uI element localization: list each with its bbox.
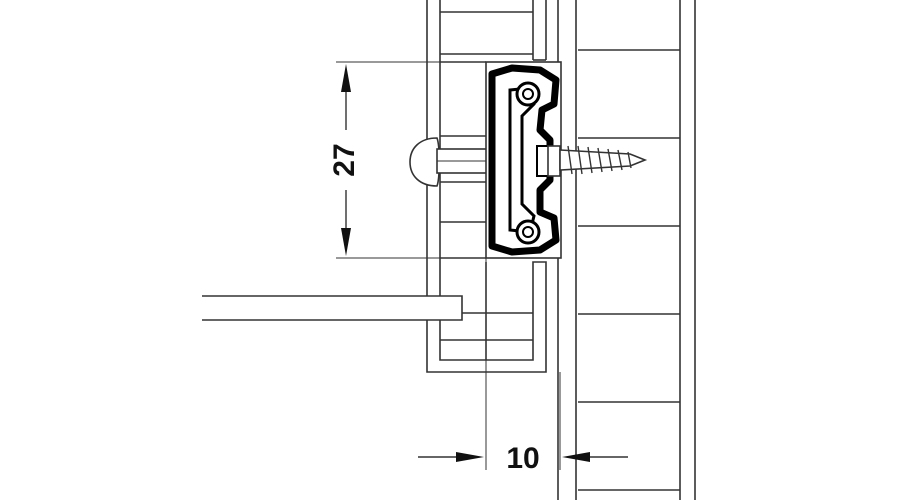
arrow-left-icon <box>562 452 590 462</box>
drawer-slide-rail-icon <box>485 61 562 259</box>
arrow-right-icon <box>456 452 484 462</box>
height-dimension-label: 27 <box>328 143 361 176</box>
arrow-down-icon <box>341 228 351 256</box>
drawer-bottom-panel <box>202 295 463 321</box>
offset-dimension-label: 10 <box>506 442 539 475</box>
arrow-up-icon <box>341 64 351 92</box>
wood-screw-icon <box>547 145 648 177</box>
offset-dimension <box>418 258 628 470</box>
height-dimension <box>336 61 486 259</box>
cabinet-side-panel <box>557 0 696 500</box>
